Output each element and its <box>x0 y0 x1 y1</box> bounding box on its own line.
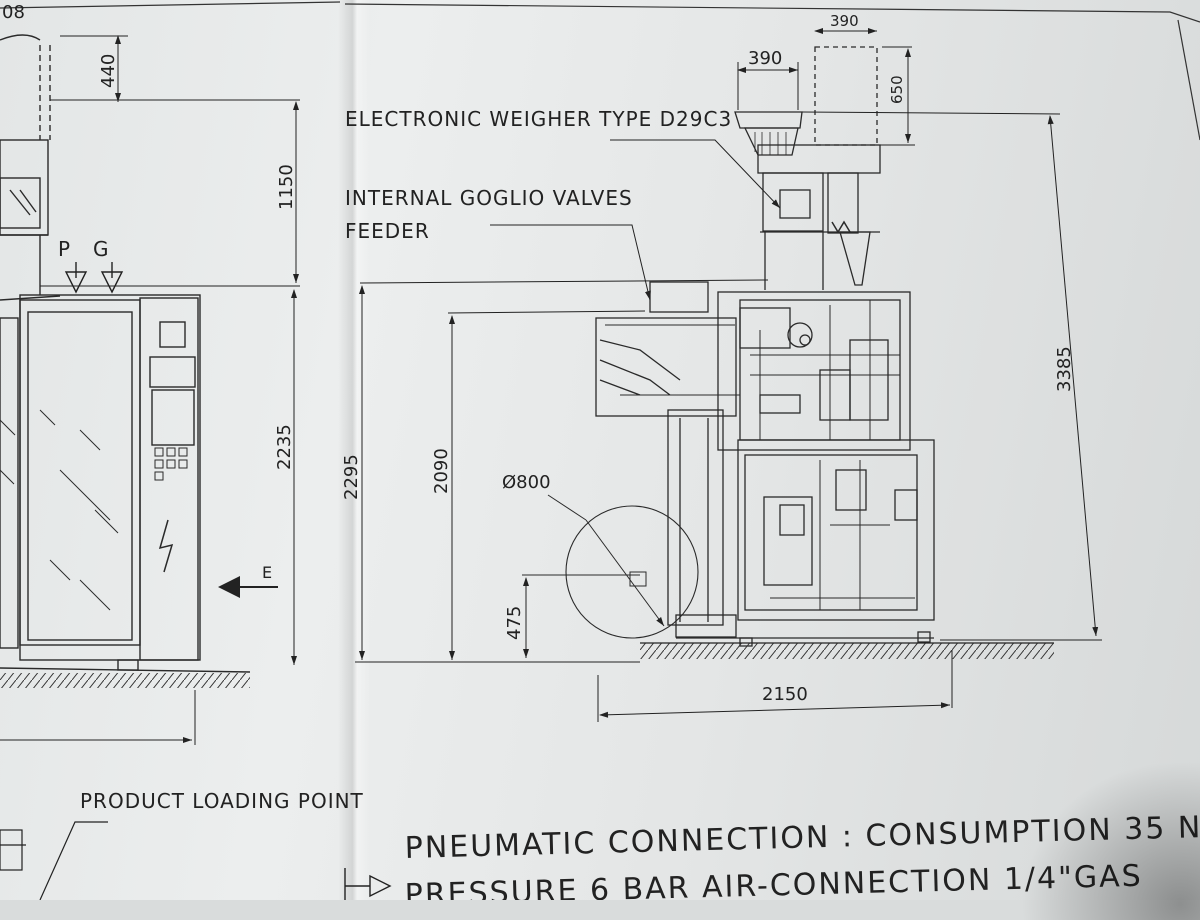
right-dimension-lines <box>355 28 1102 722</box>
e-arrow <box>218 576 278 598</box>
dim-3385: 3385 <box>1054 346 1075 392</box>
dim-2090: 2090 <box>431 448 452 494</box>
valves-label-line1: INTERNAL GOGLIO VALVES <box>345 186 633 210</box>
dim-08: 08 <box>2 2 25 23</box>
dim-475: 475 <box>504 606 525 640</box>
sheet-border <box>0 1 1200 141</box>
dim-2235: 2235 <box>274 424 295 470</box>
right-machine <box>522 46 935 647</box>
pneumatic-arrow-icon <box>344 868 392 900</box>
dim-650: 650 <box>888 75 906 104</box>
diameter-label: Ø800 <box>502 472 551 493</box>
pg-arrows <box>64 262 124 294</box>
product-loading-leader <box>0 821 108 900</box>
label-leaders <box>490 139 781 301</box>
dim-2150: 2150 <box>762 684 808 705</box>
left-ground-hatch <box>0 673 250 688</box>
dim-440: 440 <box>98 54 119 88</box>
valves-label-line2: FEEDER <box>345 219 430 243</box>
left-dimension-lines <box>0 35 300 745</box>
dim-390: 390 <box>748 48 782 69</box>
left-machine <box>0 34 251 673</box>
p-marker: P <box>58 237 71 261</box>
g-marker: G <box>93 237 110 261</box>
dim-1150: 1150 <box>276 164 297 210</box>
weigher-label: ELECTRONIC WEIGHER TYPE D29C3 <box>345 107 732 131</box>
right-ground-hatch <box>640 643 1054 659</box>
e-marker: E <box>262 563 273 582</box>
photo-shadow <box>1020 760 1200 920</box>
dim-2295: 2295 <box>341 454 362 500</box>
product-loading-label: PRODUCT LOADING POINT <box>80 789 364 813</box>
dim-390-top: 390 <box>830 12 859 30</box>
technical-drawing: P G E 08 440 1150 2235 PRODUCT LOADING P… <box>0 1 1200 900</box>
